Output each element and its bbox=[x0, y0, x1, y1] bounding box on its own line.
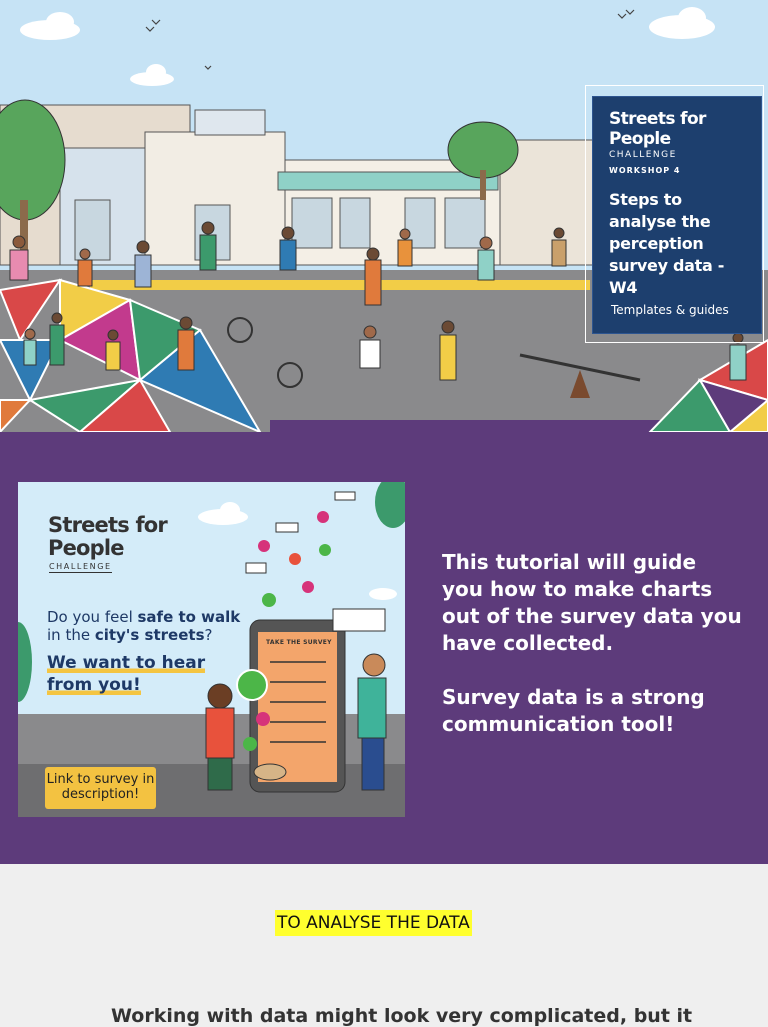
ad-brand: Streets for People bbox=[48, 513, 168, 560]
survey-link-badge: Link to survey in description! bbox=[45, 767, 156, 809]
survey-ad-image: Streets for People CHALLENGE Do you feel… bbox=[18, 482, 405, 817]
ad-question-part: Do you feel bbox=[47, 608, 138, 626]
workshop-tag: WORKSHOP 4 bbox=[609, 166, 681, 175]
ad-call-to-action: We want to hear from you! bbox=[47, 652, 206, 696]
card-footer: Templates & guides bbox=[611, 303, 729, 317]
hero-illustration: Streets for People CHALLENGE WORKSHOP 4 … bbox=[0, 0, 768, 432]
body-paragraph: Working with data might look very compli… bbox=[111, 1005, 693, 1027]
ad-question-bold: safe to walk bbox=[137, 608, 241, 626]
birds bbox=[145, 9, 635, 70]
card-title: Steps to analyse the perception survey d… bbox=[609, 190, 725, 297]
ad-question: Do you feel safe to walk in the city's s… bbox=[47, 608, 247, 644]
clouds bbox=[20, 7, 715, 86]
phone-screen-label: TAKE THE SURVEY bbox=[266, 639, 332, 646]
card-brand-sub: CHALLENGE bbox=[609, 150, 677, 160]
section-heading: TO ANALYSE THE DATA bbox=[275, 910, 472, 936]
workshop-title-card: Streets for People CHALLENGE WORKSHOP 4 … bbox=[585, 85, 764, 343]
ad-cta-line: from you! bbox=[47, 675, 141, 695]
ad-question-part: ? bbox=[204, 626, 213, 644]
ad-brand-sub: CHALLENGE bbox=[49, 562, 112, 573]
card-brand: Streets for People bbox=[609, 109, 706, 149]
street-scene-illustration bbox=[0, 7, 768, 432]
ad-cta-line: We want to hear bbox=[47, 653, 206, 673]
intro-paragraph: Survey data is a strong communication to… bbox=[442, 685, 705, 736]
ad-question-bold: city's streets bbox=[94, 626, 205, 644]
intro-paragraph: This tutorial will guide you how to make… bbox=[442, 550, 742, 655]
intro-text: This tutorial will guide you how to make… bbox=[442, 549, 742, 738]
ad-question-part: in the bbox=[47, 626, 95, 644]
